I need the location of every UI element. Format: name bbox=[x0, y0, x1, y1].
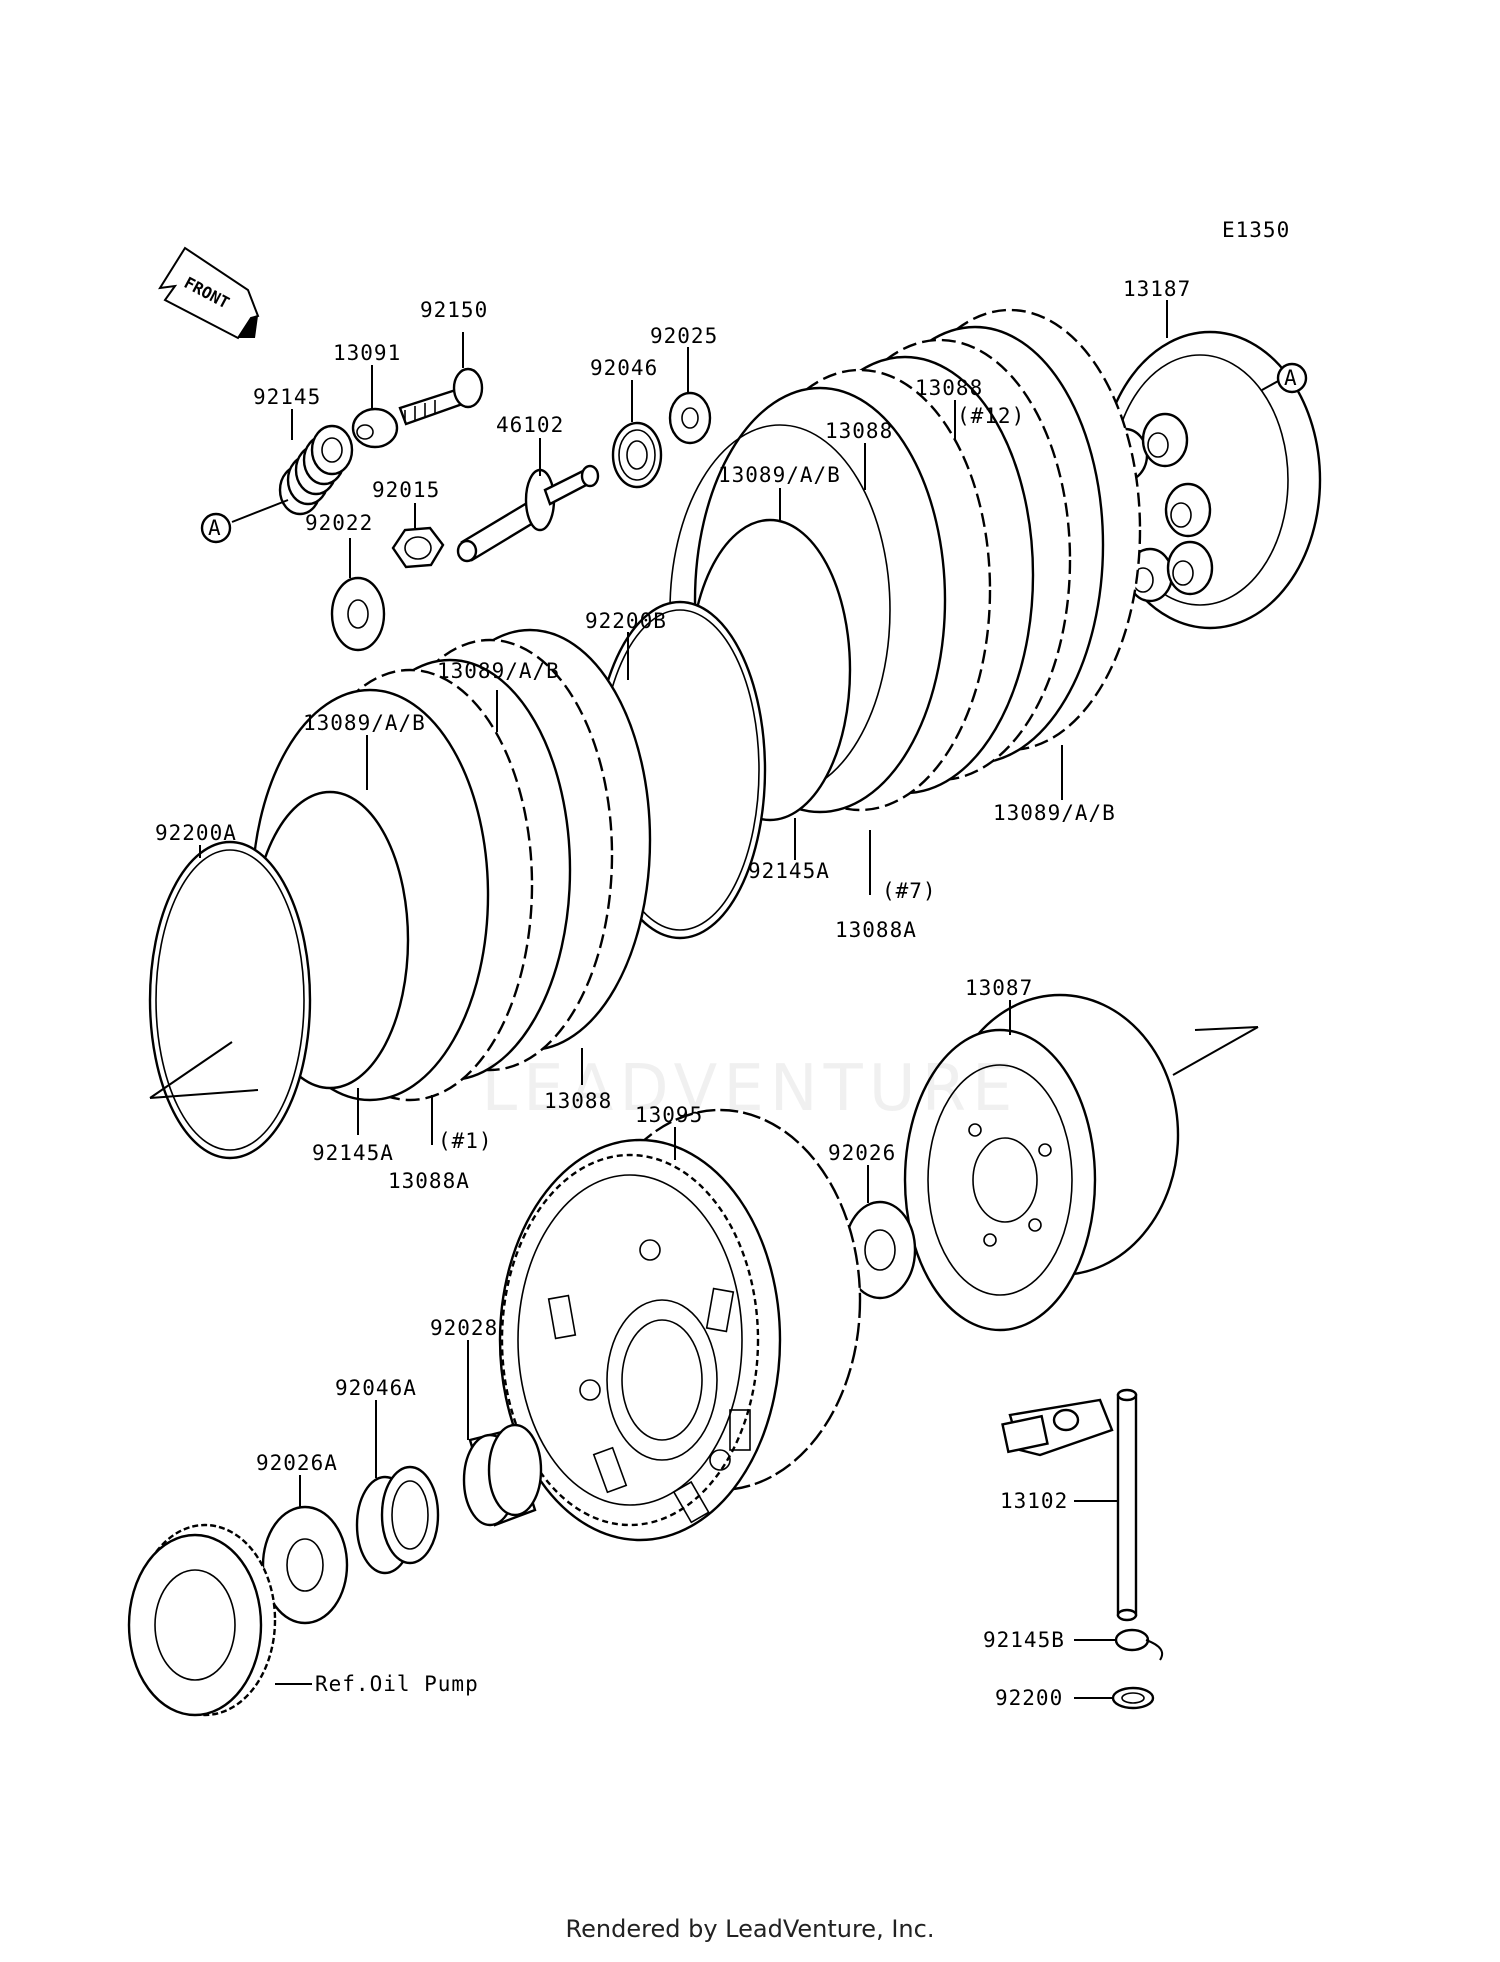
spring-92145b bbox=[1114, 1628, 1164, 1661]
label-92046a: 92046A bbox=[335, 1376, 417, 1400]
label-92200: 92200 bbox=[995, 1686, 1063, 1710]
label-plate-12: (#12) bbox=[957, 404, 1025, 428]
label-92022: 92022 bbox=[305, 511, 373, 535]
bearing-92046 bbox=[611, 421, 663, 489]
washer-92026 bbox=[843, 1200, 917, 1300]
label-13088-top: 13088 bbox=[915, 376, 983, 400]
label-13091: 13091 bbox=[333, 341, 401, 365]
clutch-housing-13095 bbox=[498, 1108, 862, 1542]
label-13087: 13087 bbox=[965, 976, 1033, 1000]
label-46102: 46102 bbox=[496, 413, 564, 437]
label-13095: 13095 bbox=[635, 1103, 703, 1127]
label-92015: 92015 bbox=[372, 478, 440, 502]
shaft-13102 bbox=[1001, 1388, 1138, 1622]
label-92026: 92026 bbox=[828, 1141, 896, 1165]
label-13089-top: 13089/A/B bbox=[718, 463, 841, 487]
label-92145a-low: 92145A bbox=[312, 1141, 394, 1165]
label-plate-1: (#1) bbox=[438, 1129, 493, 1153]
diagram-code: E1350 bbox=[1222, 218, 1290, 242]
washer-92026a bbox=[261, 1505, 349, 1625]
label-92026a: 92026A bbox=[256, 1451, 338, 1475]
ref-marker-a-right bbox=[1276, 362, 1308, 394]
label-92200b: 92200B bbox=[585, 609, 667, 633]
label-92046: 92046 bbox=[590, 356, 658, 380]
label-13088-mid: 13088 bbox=[825, 419, 893, 443]
label-13088-low: 13088 bbox=[544, 1089, 612, 1113]
footer-credit: Rendered by LeadVenture, Inc. bbox=[565, 1915, 935, 1943]
label-92150: 92150 bbox=[420, 298, 488, 322]
pushrod-46102 bbox=[456, 464, 600, 563]
oil-pump-gear bbox=[127, 1523, 277, 1717]
washer-92022 bbox=[330, 576, 386, 652]
needle-bearing-92046a bbox=[355, 1465, 440, 1575]
watermark: LEADVENTURE bbox=[482, 1052, 1019, 1126]
label-ref-oil-pump: Ref.Oil Pump bbox=[315, 1672, 479, 1696]
label-13088a-low: 13088A bbox=[388, 1169, 470, 1193]
label-13089-right: 13089/A/B bbox=[993, 801, 1116, 825]
nut-92015 bbox=[391, 526, 445, 569]
ring-92200a bbox=[148, 840, 312, 1160]
label-13088a-mid: 13088A bbox=[835, 918, 917, 942]
label-92025: 92025 bbox=[650, 324, 718, 348]
label-13187: 13187 bbox=[1123, 277, 1191, 301]
label-92028: 92028 bbox=[430, 1316, 498, 1340]
label-13102: 13102 bbox=[1000, 1489, 1068, 1513]
ref-marker-a-right-text: A bbox=[1284, 366, 1298, 390]
washer-92025 bbox=[668, 391, 712, 445]
label-92145b: 92145B bbox=[983, 1628, 1065, 1652]
label-92145: 92145 bbox=[253, 385, 321, 409]
label-92200a: 92200A bbox=[155, 821, 237, 845]
label-13089-left: 13089/A/B bbox=[303, 711, 426, 735]
collar-13091 bbox=[351, 407, 399, 449]
sleeve-92028 bbox=[462, 1423, 543, 1527]
label-plate-7: (#7) bbox=[882, 879, 937, 903]
washer-92200 bbox=[1111, 1686, 1155, 1710]
clutch-hub-13087 bbox=[903, 993, 1180, 1332]
bolt-92150 bbox=[398, 367, 484, 426]
ref-marker-a-left-text: A bbox=[208, 516, 222, 540]
front-arrow-icon: FRONT bbox=[158, 246, 260, 340]
label-13089-mid: 13089/A/B bbox=[437, 659, 560, 683]
spring-92145 bbox=[278, 424, 354, 516]
ref-marker-a-left bbox=[200, 512, 232, 544]
label-92145a-mid: 92145A bbox=[748, 859, 830, 883]
